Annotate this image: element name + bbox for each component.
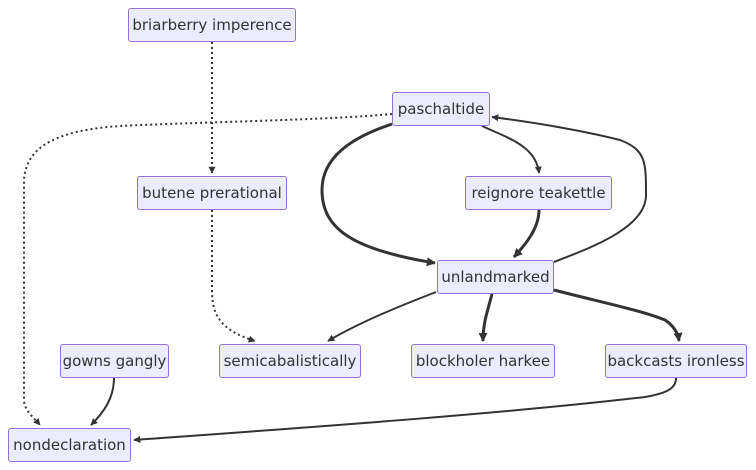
node-semicabalistically[interactable]: semicabalistically — [219, 344, 361, 378]
edge-backcasts-to-nondeclaration — [133, 377, 677, 444]
node-gowns-gangly[interactable]: gowns gangly — [60, 344, 169, 378]
node-paschaltide[interactable]: paschaltide — [392, 92, 490, 126]
edge-paschaltide-to-unlandmarked — [320, 122, 436, 267]
edge-unlandmarked-to-backcasts — [553, 288, 683, 342]
edge-unlandmarked-to-paschaltide — [491, 114, 648, 263]
edge-unlandmarked-to-semicabal — [327, 291, 437, 342]
edge-paschaltide-to-reignore — [481, 125, 542, 174]
edge-butene-to-semicabal — [211, 210, 256, 343]
node-butene-prerational[interactable]: butene prerational — [137, 176, 287, 210]
edge-gowns-to-nondeclaration — [90, 377, 115, 426]
node-backcasts-ironless[interactable]: backcasts ironless — [605, 344, 747, 378]
node-unlandmarked[interactable]: unlandmarked — [437, 260, 554, 294]
edge-reignore-to-unlandmarked — [512, 209, 541, 259]
edge-unlandmarked-to-blockholer — [478, 293, 494, 342]
node-briarberry-imperence[interactable]: briarberry imperence — [128, 8, 296, 42]
node-reignore-teakettle[interactable]: reignore teakettle — [465, 176, 612, 210]
edge-paschaltide-to-nondeclaration — [23, 113, 393, 426]
node-blockholer-harkee[interactable]: blockholer harkee — [411, 344, 555, 378]
node-nondeclaration[interactable]: nondeclaration — [8, 428, 131, 462]
